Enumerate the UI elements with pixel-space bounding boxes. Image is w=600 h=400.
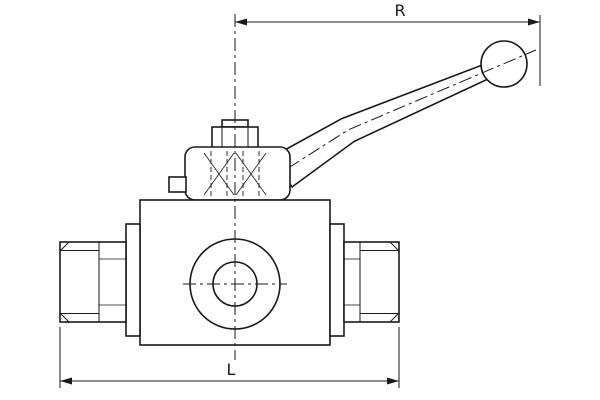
dimension-l-arrow-right [387,377,399,385]
dimension-l-arrow-left [60,377,72,385]
bonnet-assembly [168,119,291,201]
dimension-l-label: L [227,360,236,379]
handle-lever [267,40,537,189]
handle-centerline [267,49,537,182]
dimension-l: L [59,327,400,388]
right-port [329,223,400,337]
right-port-fitting [343,241,400,323]
bonnet-side-tab [168,176,187,193]
right-port-chamfer-bottom [389,312,400,323]
left-port [59,223,141,337]
left-port-chamfer-top [59,241,70,252]
right-port-chamfer-top [389,241,400,252]
right-port-flange [329,223,345,337]
dimension-r-arrow-left [235,18,247,26]
dimension-r-label: R [394,1,405,20]
dimension-r: R [235,1,541,86]
left-port-flange [125,223,141,337]
left-port-chamfer-bottom [59,312,70,323]
bonnet-hatch-line [235,152,267,196]
handle-lever-body [270,63,491,189]
left-port-fitting [59,241,127,323]
bonnet-hatch-line [203,152,235,196]
dimension-r-arrow-right [528,18,540,26]
